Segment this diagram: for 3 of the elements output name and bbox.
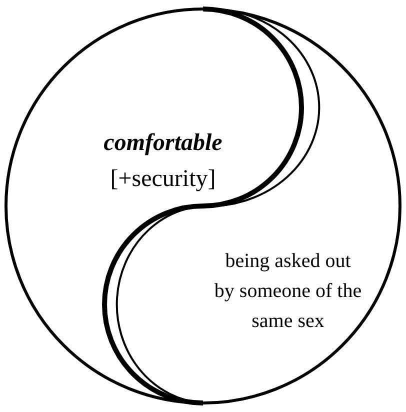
body-text: being asked out by someone of the same sex — [213, 249, 363, 334]
heading-text: comfortable — [102, 129, 224, 158]
note-text: [+security] — [109, 165, 217, 194]
